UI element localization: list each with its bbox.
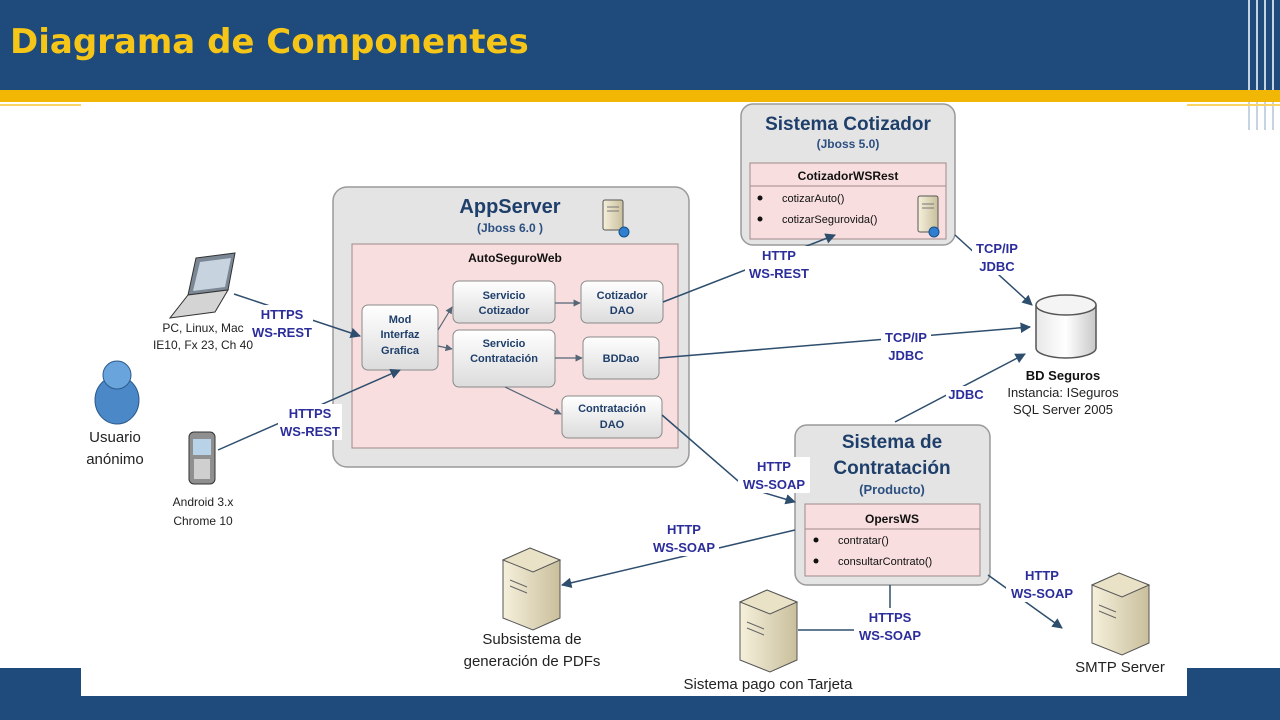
servicio-contratacion-component: Servicio Contratación (452, 329, 556, 388)
pc-label: PC, Linux, Mac (162, 321, 243, 335)
protocol-label: JDBC (948, 387, 984, 402)
pdf-label: Subsistema de (482, 631, 581, 648)
appserver-group: AppServer (Jboss 6.0 ) AutoSeguroWeb Mod… (332, 186, 690, 468)
component-label: Servicio (483, 290, 526, 302)
bullet (757, 216, 763, 222)
android-label: Chrome 10 (173, 514, 233, 528)
database-icon (1035, 294, 1097, 359)
protocol-label: JDBC (979, 259, 1015, 274)
contratacion-service-box (804, 503, 981, 577)
component-label: Cotizador (597, 290, 648, 302)
cotizador-service-name: CotizadorWSRest (798, 169, 899, 183)
contratacion-title: Sistema de (842, 432, 942, 453)
component-label: Contratación (578, 403, 646, 415)
pc-label: IE10, Fx 23, Ch 40 (153, 338, 253, 352)
sistema-contratacion-group: Sistema de Contratación (Producto) Opers… (794, 424, 991, 586)
user-label: anónimo (86, 451, 144, 468)
contratacion-service-name: OpersWS (865, 512, 919, 526)
bddao-component: BDDao (582, 336, 660, 380)
contratacion-method: consultarContrato() (838, 556, 932, 568)
payment-server-icon (738, 589, 799, 673)
component-label: Cotizador (479, 305, 530, 317)
diagram-canvas: AppServer (Jboss 6.0 ) AutoSeguroWeb Mod… (81, 102, 1187, 696)
pdf-server-icon (501, 547, 562, 631)
component-label: Mod (389, 314, 412, 326)
header-decoration (1264, 0, 1266, 130)
cotizador-method: cotizarSegurovida() (782, 214, 877, 226)
android-label: Android 3.x (173, 495, 234, 509)
protocol-label: WS-REST (749, 266, 809, 281)
protocol-label: HTTPS (261, 307, 304, 322)
component-label: DAO (600, 419, 625, 431)
cotizador-subtitle: (Jboss 5.0) (817, 137, 880, 151)
header-decoration (1256, 0, 1258, 130)
connector-contratacion-pdf (560, 529, 796, 588)
contratacion-dao-component: Contratación DAO (561, 395, 663, 439)
component-label: Servicio (483, 338, 526, 350)
bullet (813, 537, 819, 543)
header-decoration (1248, 0, 1250, 130)
protocol-label: HTTP (1025, 568, 1059, 583)
cotizador-title: Sistema Cotizador (765, 114, 931, 135)
bullet (813, 558, 819, 564)
cotizador-method: cotizarAuto() (782, 193, 844, 205)
protocol-label: TCP/IP (976, 241, 1018, 256)
contratacion-title: Contratación (833, 458, 950, 479)
database-name: BD Seguros (1026, 368, 1100, 383)
appserver-subtitle: (Jboss 6.0 ) (477, 221, 543, 235)
module-name: AutoSeguroWeb (468, 251, 562, 265)
protocol-label: WS-REST (280, 424, 340, 439)
server-icon (917, 195, 940, 238)
contratacion-subtitle: (Producto) (859, 482, 925, 497)
smtp-server-icon (1090, 572, 1151, 656)
slide-header (0, 0, 1280, 90)
component-label: BDDao (603, 353, 640, 365)
protocol-label: WS-SOAP (1011, 586, 1073, 601)
smtp-label: SMTP Server (1075, 659, 1165, 676)
accent-bar (0, 90, 1280, 102)
internal-arrow (437, 306, 453, 331)
pdf-label: generación de PDFs (464, 653, 601, 670)
user-label: Usuario (89, 429, 141, 446)
payment-label: Sistema pago con Tarjeta (684, 676, 854, 693)
protocol-label: WS-SOAP (743, 477, 805, 492)
connector-bddao-db (658, 322, 1032, 359)
protocol-label: JDBC (888, 348, 924, 363)
component-diagram: AppServer (Jboss 6.0 ) AutoSeguroWeb Mod… (86, 103, 1165, 693)
bullet (757, 195, 763, 201)
header-decoration (1272, 0, 1274, 130)
database-engine: SQL Server 2005 (1013, 402, 1113, 417)
protocol-label: HTTP (667, 522, 701, 537)
sistema-cotizador-group: Sistema Cotizador (Jboss 5.0) CotizadorW… (740, 103, 956, 246)
mobile-phone-icon (188, 431, 216, 485)
user-icon (94, 360, 140, 425)
cotizador-dao-component: Cotizador DAO (580, 280, 664, 324)
internal-arrow (504, 386, 562, 415)
protocol-label: WS-SOAP (653, 540, 715, 555)
mod-interfaz-component: Mod Interfaz Grafica (361, 304, 439, 371)
database-instance: Instancia: ISeguros (1007, 385, 1119, 400)
laptop-icon (168, 252, 236, 319)
component-label: Contratación (470, 353, 538, 365)
protocol-label: HTTP (757, 459, 791, 474)
slide-title: Diagrama de Componentes (10, 22, 529, 62)
component-label: Interfaz (380, 329, 420, 341)
protocol-label: HTTPS (289, 406, 332, 421)
protocol-label: WS-SOAP (859, 628, 921, 643)
component-label: Grafica (381, 345, 420, 357)
component-label: DAO (610, 305, 635, 317)
cotizador-service-box (749, 162, 947, 240)
protocol-label: TCP/IP (885, 330, 927, 345)
protocol-label: WS-REST (252, 325, 312, 340)
internal-arrow (437, 344, 453, 352)
server-icon (602, 199, 630, 238)
servicio-cotizador-component: Servicio Cotizador (452, 280, 556, 324)
protocol-label: HTTPS (869, 610, 912, 625)
protocol-label: HTTP (762, 248, 796, 263)
appserver-title: AppServer (459, 196, 560, 218)
contratacion-method: contratar() (838, 535, 889, 547)
